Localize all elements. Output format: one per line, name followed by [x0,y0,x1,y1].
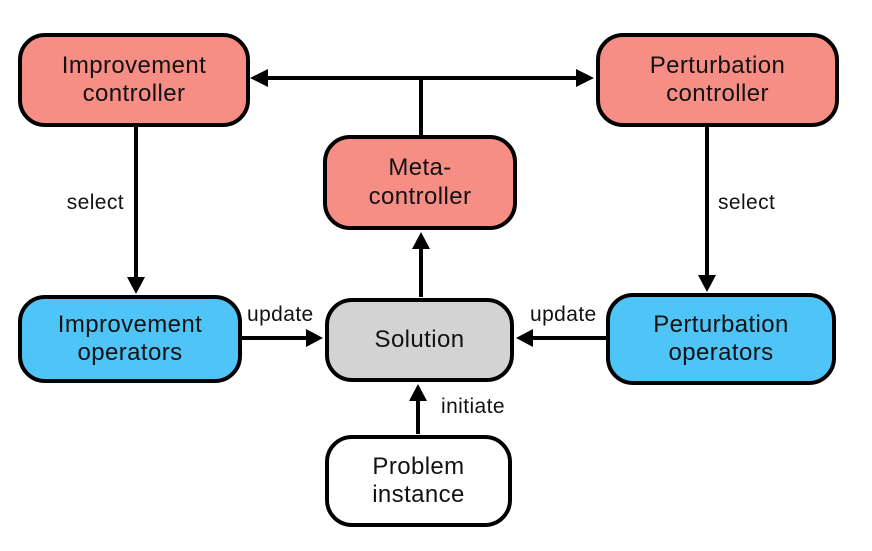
edge-label-select-right: select [718,191,776,214]
node-solution: Solution [325,298,514,382]
node-improvement-operators: Improvement operators [18,295,242,383]
edge-label-update-left: update [247,303,314,326]
node-label-line: Perturbation [649,51,786,79]
node-perturbation-operators: Perturbation operators [606,293,836,385]
node-perturbation-controller: Perturbation controller [596,33,839,127]
edge-label-update-right: update [530,303,597,326]
edge-label-select-left: select [66,191,124,214]
node-meta-controller: Meta- controller [323,135,517,230]
node-label-line: controller [666,80,769,107]
node-problem-instance: Problem instance [325,435,512,527]
node-improvement-controller: Improvement controller [18,33,250,127]
node-label-line: instance [372,481,465,508]
arrow-update-right [516,329,606,347]
arrow-select-right [698,127,716,292]
node-label-line: operators [77,339,183,366]
edge-label-initiate: initiate [441,395,505,418]
node-label-line: Improvement [57,310,203,338]
arrow-controllers-bidirectional [250,69,594,137]
arrow-solution-to-meta [412,232,430,297]
node-label-line: Improvement [61,51,207,79]
node-label-line: Solution [374,325,465,353]
node-label-line: Problem [372,452,465,480]
node-label-line: Perturbation [653,310,789,338]
arrow-update-left [242,329,323,347]
arrow-initiate [409,384,427,434]
node-label-line: operators [668,339,774,366]
arrow-select-left [127,127,145,294]
node-label-line: Meta- [388,154,452,182]
node-label-line: controller [368,182,472,210]
node-label-line: controller [82,80,186,107]
